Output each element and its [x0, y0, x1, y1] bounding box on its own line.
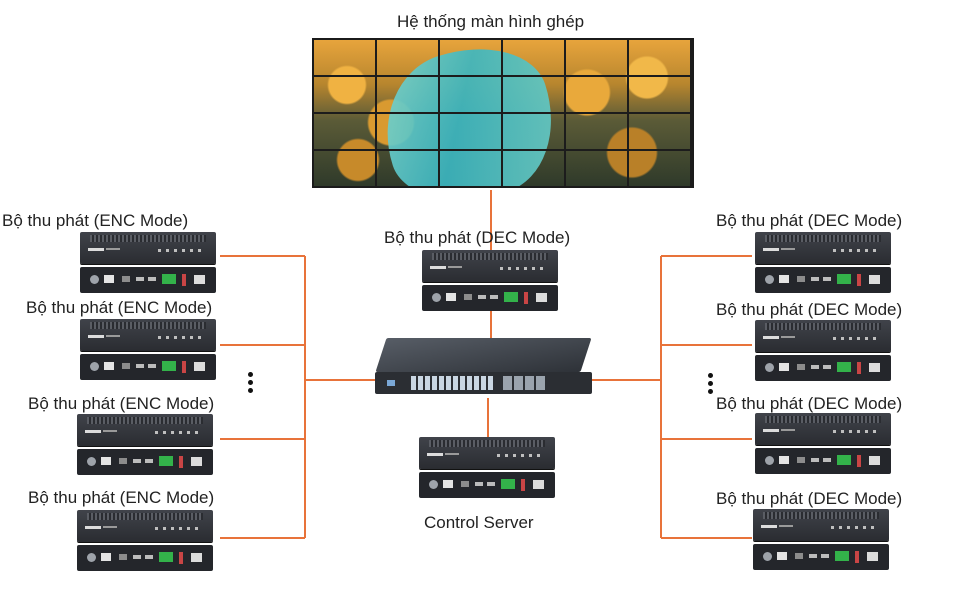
decoder-label-3: Bộ thu phát (DEC Mode): [716, 394, 903, 413]
encoder-device-4: [74, 510, 216, 572]
encoder-device-1: [77, 232, 219, 294]
center-decoder-label: Bộ thu phát (DEC Mode): [384, 228, 571, 247]
decoder-label-2: Bộ thu phát (DEC Mode): [716, 300, 903, 319]
control-server-label: Control Server: [424, 513, 534, 532]
encoder-label-4: Bộ thu phát (ENC Mode): [28, 488, 215, 507]
vertical-ellipsis-icon: [708, 373, 714, 397]
encoder-label-3: Bộ thu phát (ENC Mode): [28, 394, 215, 413]
vertical-ellipsis-icon: [248, 372, 254, 396]
center-decoder-device: [419, 250, 561, 312]
network-switch-icon: [375, 338, 592, 398]
decoder-device-3: [752, 413, 894, 475]
decoder-device-1: [752, 232, 894, 294]
encoder-device-3: [74, 414, 216, 476]
videowall-label: Hệ thống màn hình ghép: [397, 12, 585, 31]
decoder-label-4: Bộ thu phát (DEC Mode): [716, 489, 903, 508]
encoder-label-2: Bộ thu phát (ENC Mode): [26, 298, 213, 317]
decoder-label-1: Bộ thu phát (DEC Mode): [716, 211, 903, 230]
decoder-device-4: [750, 509, 892, 571]
wire-group: [220, 190, 752, 539]
encoder-label-1: Bộ thu phát (ENC Mode): [2, 211, 189, 230]
encoder-device-2: [77, 319, 219, 381]
control-server-device: [416, 437, 558, 499]
decoder-device-2: [752, 320, 894, 382]
videowall-display: [312, 38, 694, 188]
